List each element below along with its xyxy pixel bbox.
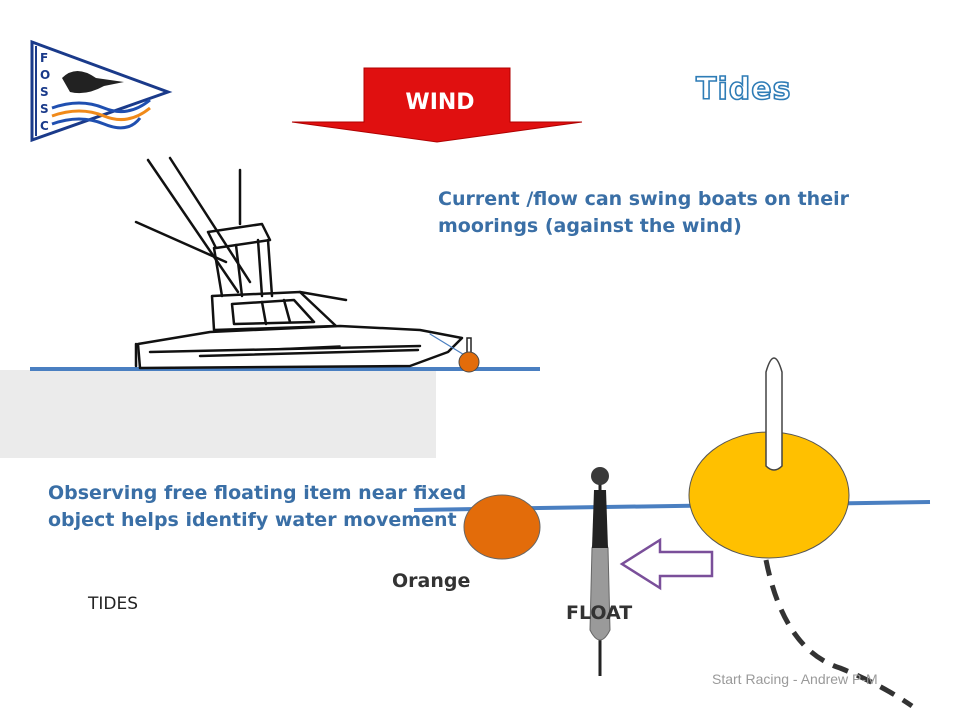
current-flow-text: Current /flow can swing boats on their m… [438, 188, 849, 237]
fishing-float-icon [589, 467, 611, 676]
logo-letter-4: S [40, 102, 49, 116]
slide-title: Tides [695, 71, 792, 108]
logo-letter-5: C [40, 119, 49, 133]
observation-text: Observing free floating item near fixed … [48, 482, 467, 531]
logo-letter-3: S [40, 85, 49, 99]
mooring-chain [763, 559, 914, 709]
boat-drawing [134, 156, 467, 370]
small-mooring-buoy [458, 337, 480, 373]
logo-letter-2: O [40, 68, 50, 82]
logo-letter-1: F [40, 51, 48, 65]
flow-arrow-icon [619, 537, 714, 591]
tides-label: TIDES [88, 594, 139, 614]
wind-label: WIND [405, 90, 475, 115]
grey-background-panel [0, 370, 436, 458]
large-mooring-buoy [688, 357, 850, 559]
slide-footer: Start Racing - Andrew P-M [712, 671, 878, 687]
orange-label: Orange [392, 570, 471, 592]
wind-arrow-icon [291, 67, 583, 143]
club-logo: F O S S C [30, 39, 173, 143]
orange-ball [463, 494, 541, 560]
float-label: FLOAT [566, 602, 633, 624]
